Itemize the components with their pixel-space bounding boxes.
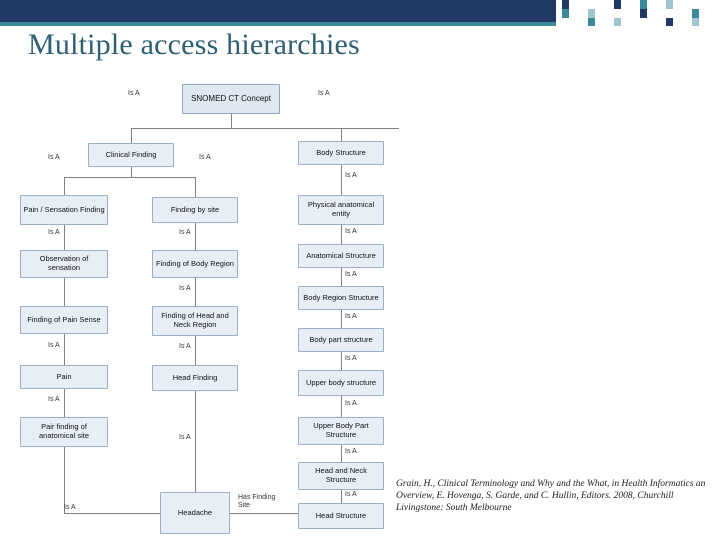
node-clinical-finding[interactable]: Clinical Finding xyxy=(88,143,174,167)
edge-label-bps-to-ubs: Is A xyxy=(345,355,357,362)
node-body-structure[interactable]: Body Structure xyxy=(298,141,384,165)
edge-fhnr-to-hf xyxy=(195,336,196,365)
node-body-part-structure[interactable]: Body part structure xyxy=(298,328,384,352)
edge-psf-to-obs xyxy=(64,225,65,250)
edge-label-root-to-body-structure: Is A xyxy=(318,90,330,97)
edge-label-headache-is-a: Is A xyxy=(64,504,76,511)
edge-root-split xyxy=(131,128,399,129)
edge-pae-to-as xyxy=(341,225,342,244)
node-pain-sensation-finding[interactable]: Pain / Sensation Finding xyxy=(20,195,108,225)
edge-label-bs-to-pae: Is A xyxy=(345,172,357,179)
node-pain[interactable]: Pain xyxy=(20,365,108,389)
node-observation-of-sensation[interactable]: Observation of sensation xyxy=(20,250,108,278)
edge-hf-to-headache xyxy=(195,391,196,492)
edge-label-hf-to-headache: Is A xyxy=(179,434,191,441)
node-finding-by-site[interactable]: Finding by site xyxy=(152,197,238,223)
edge-pain-to-pfas xyxy=(64,389,65,417)
edge-ubps-to-hns xyxy=(341,445,342,462)
hierarchy-diagram: SNOMED CT Concept Clinical Finding Body … xyxy=(0,78,720,540)
slide-top-bar xyxy=(0,0,720,26)
edge-cf-to-finding-by-site xyxy=(195,177,196,197)
node-pair-finding-of-anatomical-site[interactable]: Pair finding of anatomical site xyxy=(20,417,108,447)
edge-cf-to-pain-sensation xyxy=(64,177,65,195)
edge-ubs-to-ubps xyxy=(341,396,342,417)
page-title: Multiple access hierarchies xyxy=(28,28,360,61)
top-bar-tick-2 xyxy=(588,0,595,26)
edge-label-brs-to-bps: Is A xyxy=(345,313,357,320)
edge-cf-split xyxy=(64,177,195,178)
node-head-and-neck-structure[interactable]: Head and Neck Structure xyxy=(298,462,384,490)
edge-label-fbs-to-fbr: Is A xyxy=(179,229,191,236)
edge-label-cf-to-pain-sensation: Is A xyxy=(48,154,60,161)
node-body-region-structure[interactable]: Body Region Structure xyxy=(298,286,384,310)
edge-label-fps-to-pain: Is A xyxy=(48,342,60,349)
edge-hns-to-hs xyxy=(341,490,342,503)
edge-fbr-to-fhnr xyxy=(195,278,196,306)
node-upper-body-part-structure[interactable]: Upper Body Part Structure xyxy=(298,417,384,445)
top-bar-tick-6 xyxy=(692,0,699,26)
edge-cf-down xyxy=(131,167,132,177)
edge-fps-to-pain xyxy=(64,334,65,365)
edge-label-pae-to-as: Is A xyxy=(345,228,357,235)
node-head-finding[interactable]: Head Finding xyxy=(152,365,238,391)
edge-root-down xyxy=(231,114,232,128)
top-bar-tick-5 xyxy=(666,0,673,26)
node-anatomical-structure[interactable]: Anatomical Structure xyxy=(298,244,384,268)
top-bar-teal-band xyxy=(0,22,556,26)
edge-brs-to-bps xyxy=(341,310,342,328)
node-headache[interactable]: Headache xyxy=(160,492,230,534)
edge-root-to-clinical-finding xyxy=(131,128,132,143)
edge-bs-to-pae xyxy=(341,165,342,195)
edge-label-has-finding-site: Has Finding Site xyxy=(238,494,276,509)
node-upper-body-structure[interactable]: Upper body structure xyxy=(298,370,384,396)
edge-headache-to-left-chain xyxy=(64,513,160,514)
edge-label-cf-to-finding-by-site: Is A xyxy=(199,154,211,161)
edge-left-chain-down xyxy=(64,447,65,513)
node-finding-of-body-region[interactable]: Finding of Body Region xyxy=(152,250,238,278)
node-snomed-ct-concept[interactable]: SNOMED CT Concept xyxy=(182,84,280,114)
top-bar-tick-3 xyxy=(614,0,621,26)
edge-label-fbr-to-fhnr: Is A xyxy=(179,285,191,292)
edge-as-to-brs xyxy=(341,268,342,286)
edge-label-psf-to-obs: Is A xyxy=(48,229,60,236)
node-finding-of-pain-sense[interactable]: Finding of Pain Sense xyxy=(20,306,108,334)
edge-label-ubps-to-hns: Is A xyxy=(345,448,357,455)
citation-text: Grain, H., Clinical Terminology and Why … xyxy=(396,479,706,514)
edge-label-ubs-to-ubps: Is A xyxy=(345,400,357,407)
node-head-structure[interactable]: Head Structure xyxy=(298,503,384,529)
edge-label-fhnr-to-hf: Is A xyxy=(179,343,191,350)
top-bar-tick-1 xyxy=(562,0,569,26)
edge-fbs-to-fbr xyxy=(195,223,196,250)
edge-obs-to-fps xyxy=(64,278,65,306)
top-bar-dark-band xyxy=(0,0,556,22)
edge-root-to-body-structure xyxy=(341,128,342,141)
edge-label-as-to-brs: Is A xyxy=(345,271,357,278)
node-physical-anatomical-entity[interactable]: Physical anatomical entity xyxy=(298,195,384,225)
edge-label-hns-to-hs: Is A xyxy=(345,491,357,498)
edge-label-root-to-clinical-finding: Is A xyxy=(128,90,140,97)
edge-headache-to-head-structure xyxy=(230,513,298,514)
top-bar-tick-4 xyxy=(640,0,647,26)
node-finding-of-head-and-neck-region[interactable]: Finding of Head and Neck Region xyxy=(152,306,238,336)
edge-bps-to-ubs xyxy=(341,352,342,370)
edge-label-pain-to-pfas: Is A xyxy=(48,396,60,403)
